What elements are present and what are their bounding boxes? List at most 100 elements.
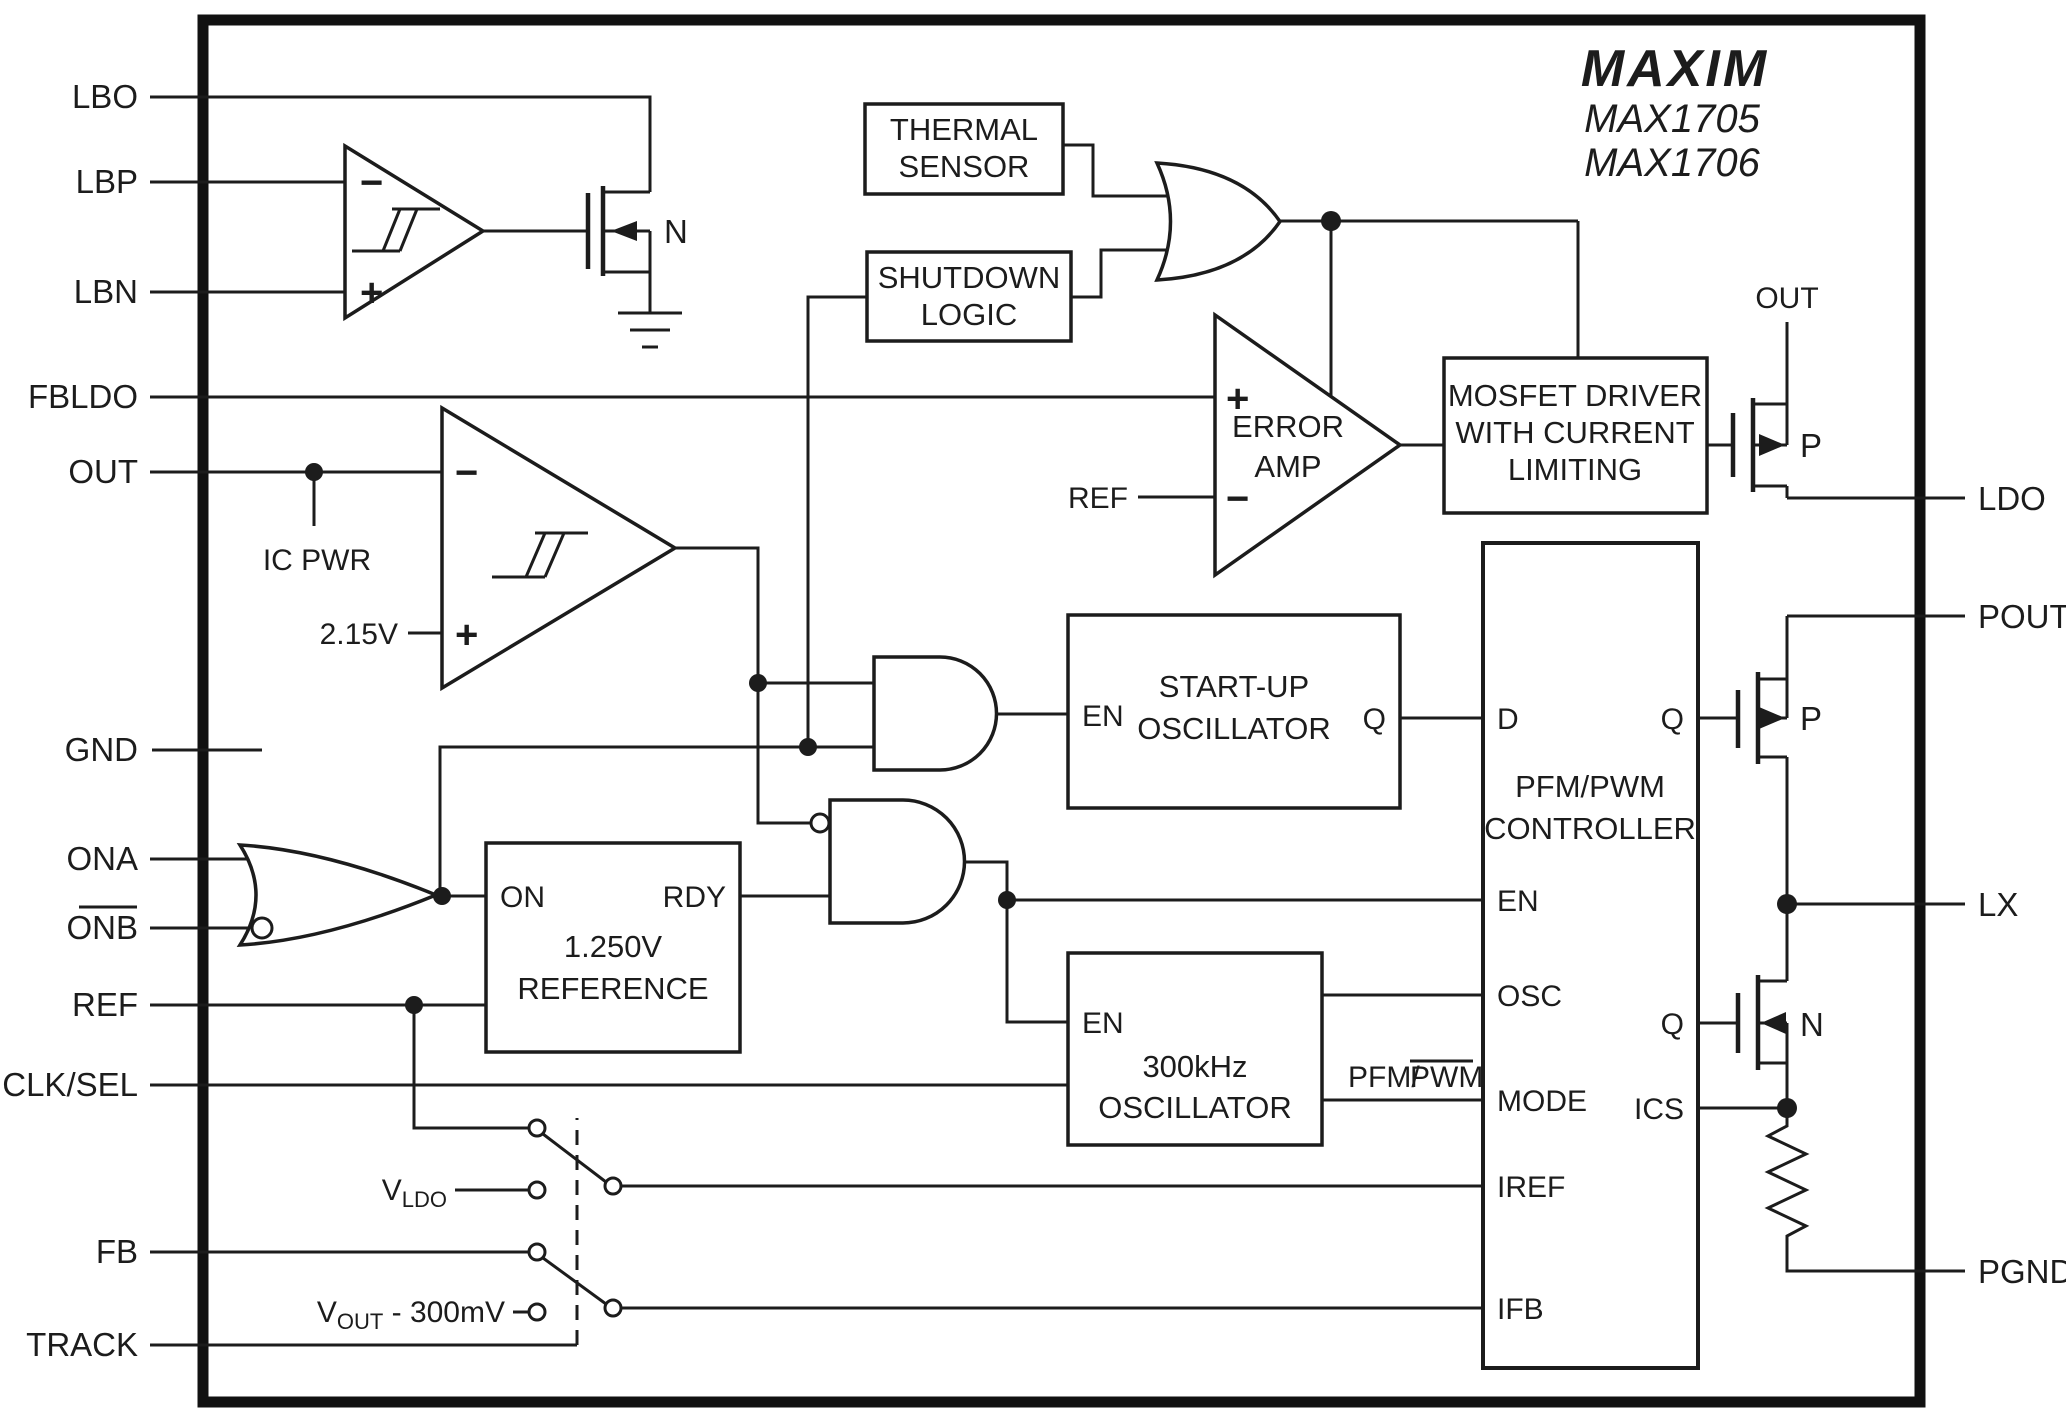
controller-d-pin: D	[1497, 703, 1519, 736]
switch-iref	[455, 1118, 1483, 1200]
pin-ona: ONA	[66, 840, 138, 877]
reference-line2: REFERENCE	[517, 971, 708, 1006]
junction-en	[998, 891, 1016, 909]
junction-comp2-and1	[749, 674, 767, 692]
startup-oscillator-block	[1066, 613, 1402, 810]
pin-pout: POUT	[1978, 598, 2066, 635]
controller-q2-pin: Q	[1661, 1008, 1684, 1041]
pin-fb: FB	[96, 1233, 138, 1270]
error-amp-minus: −	[1226, 477, 1249, 521]
wire-comp2-out	[675, 546, 811, 825]
wire-shutdown-to-or	[1071, 248, 1171, 299]
reference-line1: 1.250V	[564, 929, 663, 964]
junction-shutdown-on	[799, 738, 817, 756]
reference-on-pin: ON	[500, 881, 545, 914]
junction-or-on	[433, 887, 451, 905]
hysteresis-icon-2	[492, 531, 588, 579]
vout-sub: OUT	[337, 1309, 383, 1334]
startup-line1: START-UP	[1159, 669, 1309, 704]
controller-osc-pin: OSC	[1497, 980, 1562, 1013]
junction-out-icpwr	[305, 463, 323, 481]
pin-pgnd: PGND	[1978, 1253, 2066, 1290]
ic-pwr-label: IC PWR	[263, 544, 371, 577]
controller-iref-pin: IREF	[1497, 1171, 1565, 1204]
v215-label: 2.15V	[320, 618, 398, 651]
or-gate-on	[236, 843, 441, 947]
error-amp-ref-label: REF	[1068, 482, 1128, 515]
pin-lbp: LBP	[76, 163, 138, 200]
onb-invert-bubble-icon	[250, 916, 274, 940]
and-gate-2	[828, 798, 967, 925]
pin-lbn: LBN	[74, 273, 138, 310]
pin-lx: LX	[1978, 886, 2018, 923]
nfet-low-battery: N	[585, 186, 688, 349]
wire-shutdown-left	[806, 295, 867, 747]
osc300-block	[1066, 951, 1324, 1147]
startup-line2: OSCILLATOR	[1137, 711, 1331, 746]
and2-invert-bubble-icon	[809, 812, 831, 834]
current-sense-resistor	[1764, 1108, 1965, 1273]
junction-ref	[405, 996, 423, 1014]
nfet-power-arrow-icon	[1761, 1012, 1786, 1034]
junction-ics	[1777, 1098, 1797, 1118]
osc300-line1: 300kHz	[1142, 1049, 1247, 1084]
pin-lbo: LBO	[72, 78, 138, 115]
error-amp	[1213, 311, 1404, 579]
wire-ref-branch	[412, 1005, 529, 1130]
ground-icon	[618, 311, 682, 349]
thermal-line1: THERMAL	[890, 112, 1038, 147]
controller-line1: PFM/PWM	[1515, 769, 1665, 804]
out-top-label: OUT	[1755, 282, 1818, 315]
thermal-line2: SENSOR	[899, 149, 1030, 184]
controller-en-pin: EN	[1497, 885, 1539, 918]
mode-label-pfm: PFM/	[1348, 1061, 1420, 1094]
low-battery-comparator	[343, 142, 487, 322]
wire-thermal-to-or	[1063, 143, 1171, 198]
vout-rest: - 300mV	[383, 1296, 505, 1329]
pfet-power: P	[1735, 616, 1822, 904]
pfet-power-label: P	[1800, 700, 1822, 737]
mosfet-driver-block	[1442, 356, 1709, 515]
nfet1-arrow-icon	[611, 221, 637, 241]
controller-block	[1481, 541, 1700, 1370]
wire-en-net	[965, 860, 1483, 1024]
part-number-1: MAX1705	[1584, 97, 1760, 141]
nfet-power-label: N	[1800, 1006, 1824, 1043]
controller-line2: CONTROLLER	[1484, 811, 1696, 846]
nfet1-label: N	[664, 213, 688, 250]
nfet1-terminals	[603, 190, 652, 313]
error-amp-line1: ERROR	[1232, 409, 1344, 444]
switch1-output-icon	[603, 1176, 623, 1196]
shutdown-logic-block	[865, 250, 1073, 343]
vldo-sub: LDO	[402, 1187, 447, 1212]
controller-q1-pin: Q	[1661, 703, 1684, 736]
pin-gnd: GND	[65, 731, 138, 768]
hysteresis-icon	[352, 207, 440, 253]
pin-ref: REF	[72, 986, 138, 1023]
comparator2-minus: −	[455, 451, 478, 495]
part-number-2: MAX1706	[1584, 141, 1760, 185]
shutdown-line1: SHUTDOWN	[878, 260, 1061, 295]
driver-line3: LIMITING	[1508, 452, 1642, 487]
osc300-en-pin: EN	[1082, 1007, 1124, 1040]
junction-or-output	[1321, 211, 1341, 231]
vout-label: VOUT - 300mV	[317, 1296, 505, 1334]
switch-ifb	[513, 1242, 1483, 1322]
thermal-sensor-block	[863, 102, 1065, 196]
chip-boundary	[197, 14, 1926, 1408]
pin-onb: ONB	[66, 909, 138, 946]
wire-lbo	[150, 95, 652, 192]
nfet-power: N	[1735, 904, 1824, 1108]
driver-line2: WITH CURRENT	[1455, 415, 1694, 450]
startup-en-pin: EN	[1082, 700, 1124, 733]
pin-out: OUT	[68, 453, 138, 490]
pin-track: TRACK	[26, 1326, 138, 1363]
controller-mode-pin: MODE	[1497, 1085, 1587, 1118]
comparator1-minus: −	[360, 161, 383, 205]
reference-block	[484, 841, 742, 1054]
maxim-logo: MAXIM	[1581, 40, 1769, 98]
comparator2-plus: +	[455, 613, 478, 657]
vout-v: V	[317, 1296, 337, 1329]
